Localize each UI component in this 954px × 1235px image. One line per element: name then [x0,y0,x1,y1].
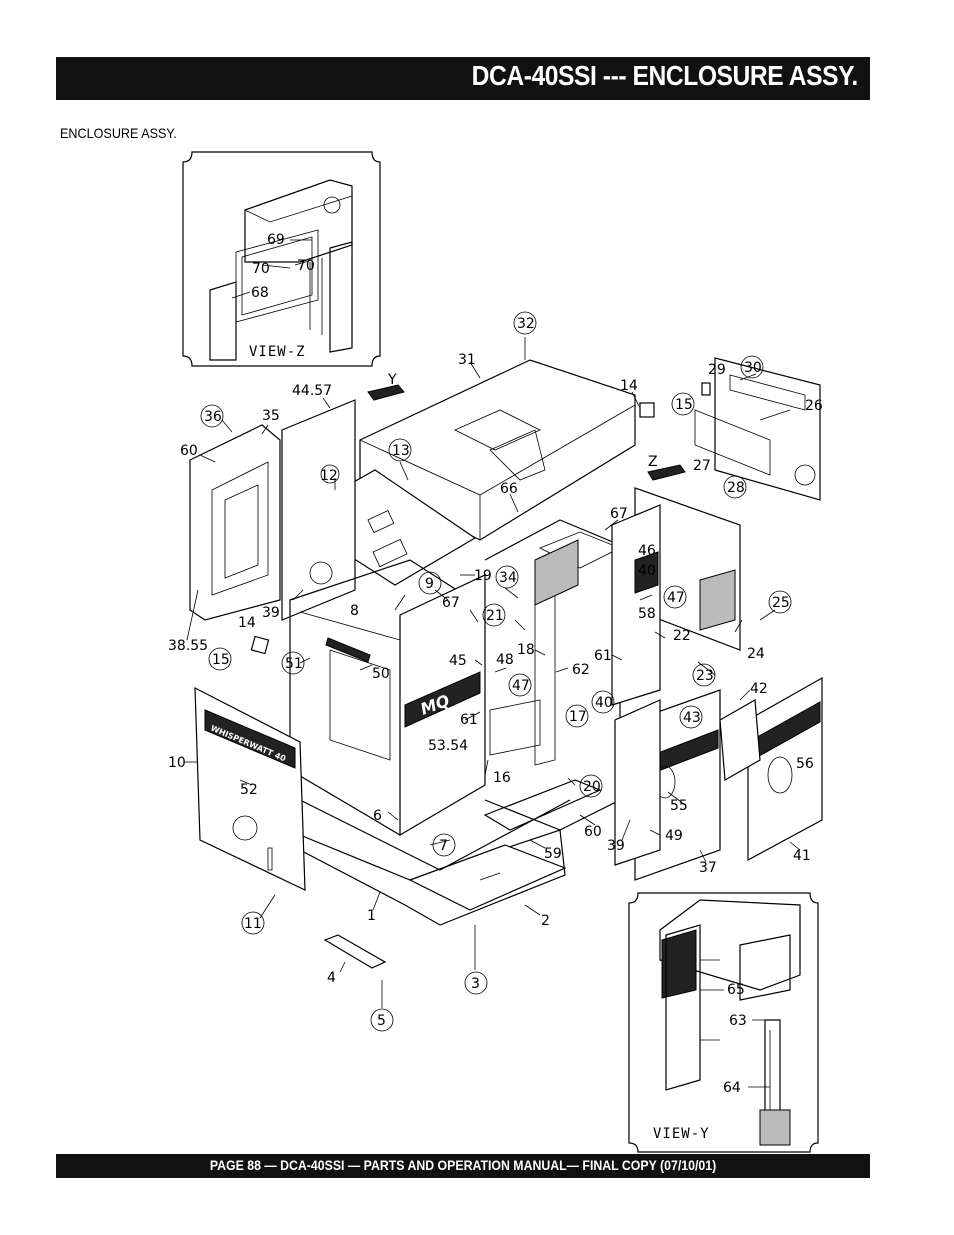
label: 21 [486,608,504,624]
view-z-inset: VIEW-Z 69 70 70 68 [182,151,381,367]
label: 26 [805,398,823,414]
label: 14 [620,378,638,394]
label: 52 [240,782,258,798]
footer-bar: PAGE 88 — DCA-40SSI — PARTS AND OPERATIO… [56,1154,870,1178]
label: 40 [595,695,613,711]
label: 24 [747,646,765,662]
label-65: 65 [727,982,745,998]
label: 60 [180,443,198,459]
label: 51 [285,656,303,672]
label: 30 [744,360,762,376]
footer-text: PAGE 88 — DCA-40SSI — PARTS AND OPERATIO… [209,1157,717,1173]
label: 41 [793,848,811,864]
label: 15 [212,652,230,668]
label: 18 [517,642,535,658]
section-label: ENCLOSURE ASSY. [60,125,177,141]
label: 8 [350,603,359,619]
label: 55 [670,798,688,814]
label: 19 [474,568,492,584]
label: 66 [500,481,518,497]
label-70a: 70 [252,261,270,277]
label: 60 [584,824,602,840]
label-69: 69 [267,232,285,248]
label: 16 [493,770,511,786]
label: 31 [458,352,476,368]
label: 25 [772,595,790,611]
label: 23 [696,668,714,684]
label: 44.57 [292,383,332,399]
callout-labels: 32 31 14 15 29 30 26 27 28 44.57 36 35 6… [168,316,823,1029]
label: 67 [442,595,460,611]
label: 49 [665,828,683,844]
label: 1 [367,908,376,924]
label: 20 [583,779,601,795]
label-68: 68 [251,285,269,301]
label: 39 [607,838,625,854]
label: 10 [168,755,186,771]
label: 67 [610,506,628,522]
label: 12 [320,468,338,484]
label: 29 [708,362,726,378]
page-title: DCA-40SSI --- ENCLOSURE ASSY. [471,60,859,91]
label: 58 [638,606,656,622]
label: 5 [377,1013,386,1029]
label: 50 [372,666,390,682]
label: 46 [638,543,656,559]
label: 15 [675,397,693,413]
label: 27 [693,458,711,474]
label: 2 [541,913,550,929]
label: 43 [683,710,701,726]
label: 35 [262,408,280,424]
label: 36 [204,409,222,425]
label: Y [387,372,397,388]
callout-circles [200,311,792,1032]
label: 59 [544,846,562,862]
label: 13 [392,443,410,459]
label: Z [648,454,658,470]
label: 11 [244,916,262,932]
label: 48 [496,652,514,668]
label: 37 [699,860,717,876]
label-64: 64 [723,1080,741,1096]
label: 32 [517,316,535,332]
label: 56 [796,756,814,772]
view-z-label: VIEW-Z [249,344,306,360]
label: 53.54 [428,738,468,754]
label: 7 [439,838,448,854]
label: 6 [373,808,382,824]
label: 4 [327,970,336,986]
label: 47 [667,590,685,606]
header-bar: DCA-40SSI --- ENCLOSURE ASSY. [56,57,870,100]
label-63: 63 [729,1013,747,1029]
label: 47 [512,678,530,694]
label: 39 [262,605,280,621]
label: 40 [638,563,656,579]
main-enclosure-drawing: MQ WHISPERWATT 40 [189,357,823,969]
label: 42 [750,681,768,697]
label: 38.55 [168,638,208,654]
label: 14 [238,615,256,631]
label: 22 [673,628,691,644]
label: 45 [449,653,467,669]
view-y-inset: VIEW-Y 65 63 64 [628,892,819,1153]
label-70b: 70 [297,258,315,274]
view-y-label: VIEW-Y [653,1126,710,1142]
label: 9 [425,576,434,592]
label: 61 [460,712,478,728]
label: 17 [569,709,587,725]
label: 61 [594,648,612,664]
label: 3 [471,976,480,992]
label: 34 [499,570,517,586]
label: 28 [727,480,745,496]
label: 62 [572,662,590,678]
